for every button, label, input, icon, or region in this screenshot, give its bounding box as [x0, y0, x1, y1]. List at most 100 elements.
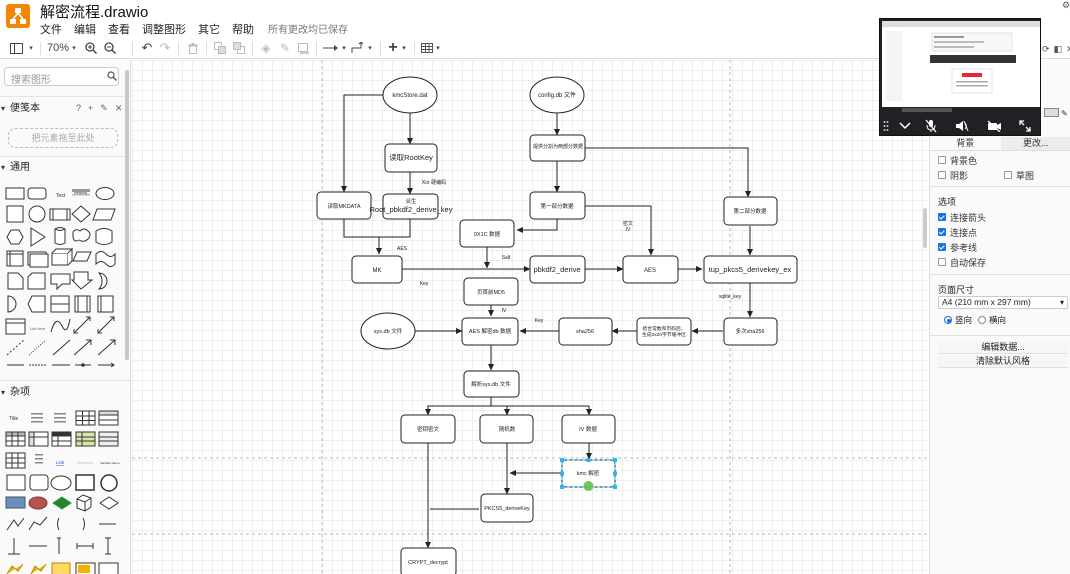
table-icon[interactable]: [420, 40, 434, 56]
menu-extras[interactable]: 其它: [198, 24, 220, 36]
pencil-icon[interactable]: ✎: [1061, 109, 1068, 118]
edge-label-ciphertext[interactable]: 密文: [623, 220, 633, 227]
connection-dropdown-icon[interactable]: ▾: [342, 45, 346, 52]
node-kmc-decrypt[interactable]: kmc 解密: [577, 469, 600, 477]
general-shapes-grid[interactable]: List Item Text Heading: [4, 182, 122, 370]
node-pkcs5[interactable]: PKCS5_deriveKey: [484, 506, 530, 512]
node-pbkdf2[interactable]: pbkdf2_derive: [533, 265, 580, 274]
chevron-down-icon[interactable]: [898, 119, 912, 133]
menu-edit[interactable]: 编辑: [74, 24, 96, 36]
misc-shapes-header[interactable]: ▾ 杂项: [0, 384, 130, 402]
edit-icon[interactable]: ✎: [100, 103, 108, 113]
checkbox[interactable]: [938, 171, 946, 179]
node-aes-mid[interactable]: AES: [644, 268, 656, 274]
close-icon[interactable]: ✕: [114, 103, 123, 113]
panel-split-icon[interactable]: ◧: [1053, 44, 1063, 54]
diagram-canvas[interactable]: kmcStore.dat config.db 文件 读取RootKey 提供分割…: [132, 60, 927, 574]
node-iv-data[interactable]: IV 数据: [579, 425, 597, 433]
scratchpad-header[interactable]: ▾ 便笺本: [0, 100, 130, 118]
node-read-two-parts[interactable]: 提供分割为两部分数据: [533, 143, 583, 150]
node-cipher[interactable]: 密钥密文: [417, 425, 440, 433]
radio-button[interactable]: [944, 316, 952, 324]
waypoints-icon[interactable]: [350, 40, 366, 56]
orientation-landscape[interactable]: 横向: [978, 314, 1006, 326]
option-connection-points[interactable]: 连接点: [938, 226, 977, 238]
checkbox[interactable]: [938, 258, 946, 266]
general-shapes-header[interactable]: ▾ 通用: [0, 159, 130, 177]
search-icon[interactable]: [107, 71, 117, 81]
expand-icon[interactable]: [1018, 119, 1032, 133]
edge-label-key-2[interactable]: Key: [535, 318, 544, 324]
edge-label-aes[interactable]: AES: [397, 246, 408, 252]
close-panel-icon[interactable]: ✕: [1066, 44, 1070, 54]
insert-icon[interactable]: +: [388, 39, 398, 56]
camera-off-icon[interactable]: [986, 119, 1002, 133]
misc-shapes-grid[interactable]: Title Link Variable Name: [4, 408, 122, 574]
option-autosave[interactable]: 自动保存: [938, 256, 986, 268]
node-derive-root-func[interactable]: Root_pbkdf2_derive_key: [370, 205, 453, 214]
to-front-icon[interactable]: [213, 40, 227, 56]
checkbox[interactable]: [938, 213, 946, 221]
node-derive-root[interactable]: 派生: [405, 197, 417, 205]
checkbox[interactable]: [1004, 171, 1012, 179]
tab-change[interactable]: 更改...: [1000, 137, 1070, 150]
panel-toggle-icon[interactable]: [8, 40, 24, 56]
edge-label-iv-2[interactable]: IV: [502, 308, 507, 314]
node-read-rootkey[interactable]: 读取RootKey: [389, 152, 433, 162]
delete-icon[interactable]: [186, 40, 200, 56]
fullscreen-icon[interactable]: ⟳: [1042, 44, 1050, 54]
background-color-option[interactable]: 背景色: [938, 154, 977, 166]
option-connection-arrows[interactable]: 连接箭头: [938, 211, 986, 223]
scratchpad-drop-zone[interactable]: 把元素拖至此处: [8, 128, 118, 148]
menu-file[interactable]: 文件: [40, 24, 62, 36]
node-mk[interactable]: MK: [373, 268, 382, 274]
node-multi-sha[interactable]: 多次sha256: [735, 327, 764, 335]
edit-data-button[interactable]: 编辑数据...: [938, 341, 1068, 354]
node-crypt[interactable]: CRYPT_decrypt: [408, 560, 448, 566]
edge-label-sqlite-key[interactable]: sqlite_key: [719, 294, 742, 300]
speaker-icon[interactable]: [954, 119, 970, 133]
table-dropdown-icon[interactable]: ▾: [436, 45, 440, 52]
edge-label-xor[interactable]: Xor 硬编码: [422, 179, 446, 186]
zoom-level[interactable]: 70%: [46, 42, 70, 54]
paper-size-select[interactable]: A4 (210 mm x 297 mm) ▾: [938, 296, 1068, 309]
color-swatch[interactable]: [1044, 108, 1059, 117]
node-configdb[interactable]: config.db 文件: [538, 91, 576, 99]
sketch-option[interactable]: 草图: [1004, 169, 1034, 181]
node-combine[interactable]: 结合常数和页码后，生成0x20字节缓冲区: [642, 325, 686, 338]
node-x1c-data[interactable]: 0X1C 数据: [474, 230, 501, 238]
edge-label-key[interactable]: Key: [420, 281, 429, 287]
drag-handle-icon[interactable]: [882, 119, 890, 133]
checkbox[interactable]: [938, 156, 946, 164]
undo-icon[interactable]: ↶: [141, 40, 153, 55]
tab-background[interactable]: 背景: [956, 138, 975, 148]
chevron-down-icon[interactable]: ▾: [29, 45, 33, 52]
node-sysdb[interactable]: sys.db 文件: [374, 327, 403, 335]
shape-search-input[interactable]: 搜索图形: [4, 67, 119, 86]
node-aes-decrypt[interactable]: AES 解密db 数据: [469, 327, 512, 335]
waypoints-dropdown-icon[interactable]: ▾: [368, 45, 372, 52]
help-icon[interactable]: ?: [76, 103, 82, 113]
node-sha256[interactable]: sha256: [576, 329, 594, 335]
node-part2[interactable]: 第二部分数据: [733, 207, 767, 215]
node-tup-pkcs5[interactable]: tup_pkcs5_derivekey_ex: [709, 265, 792, 274]
zoom-dropdown-icon[interactable]: ▾: [72, 45, 76, 52]
shadow-option[interactable]: 阴影: [938, 169, 968, 181]
shadow-icon[interactable]: [297, 40, 311, 56]
to-back-icon[interactable]: [232, 40, 246, 56]
edge-label-iv[interactable]: IV: [626, 227, 631, 233]
orientation-portrait[interactable]: 竖向: [944, 314, 972, 326]
zoom-in-icon[interactable]: [84, 40, 98, 56]
node-decrypt-sys[interactable]: 解析sys.db 文件: [471, 380, 511, 388]
node-random[interactable]: 随机数: [499, 425, 516, 433]
line-color-icon[interactable]: ✎: [279, 41, 291, 55]
clear-default-style-button[interactable]: 清除默认风格: [938, 355, 1068, 368]
redo-icon[interactable]: ↷: [159, 40, 171, 55]
menu-help[interactable]: 帮助: [232, 24, 254, 36]
add-icon[interactable]: +: [88, 103, 94, 113]
zoom-out-icon[interactable]: [103, 40, 117, 56]
option-guides[interactable]: 参考线: [938, 241, 977, 253]
node-read-mkdata[interactable]: 读取MKDATA: [327, 202, 360, 210]
settings-icon[interactable]: ⚙: [1062, 0, 1070, 10]
mic-muted-icon[interactable]: [924, 119, 938, 133]
